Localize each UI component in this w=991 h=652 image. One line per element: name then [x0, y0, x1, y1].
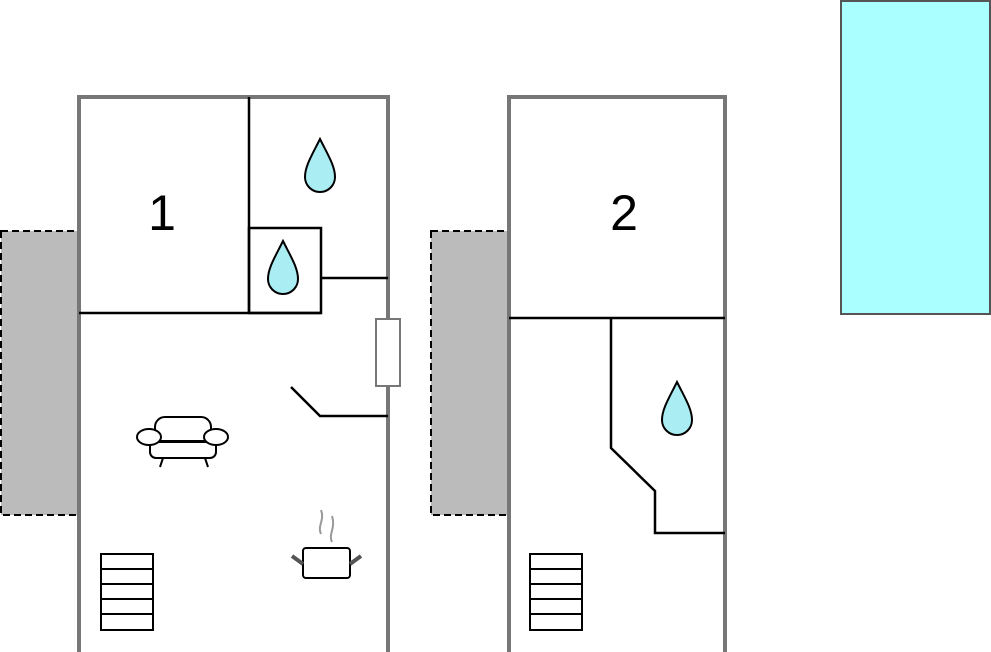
- unit-2-inner-walls: [509, 316, 725, 535]
- terrace-area-2: [430, 230, 509, 516]
- unit-2: 2: [507, 95, 727, 652]
- water-drop-icon: [660, 379, 694, 436]
- unit-1-inner-walls: [79, 97, 388, 418]
- stairs-icon: [529, 553, 583, 631]
- room-label-1: 1: [148, 185, 176, 241]
- water-drop-icon: [266, 238, 300, 295]
- water-drop-icon: [303, 136, 337, 193]
- cooking-pot-icon: [290, 509, 363, 579]
- sofa-icon: [136, 416, 229, 468]
- pool-area: [840, 0, 991, 315]
- stairs-icon: [100, 553, 154, 631]
- door-icon: [375, 318, 401, 387]
- terrace-area-1: [0, 230, 79, 516]
- room-label-2: 2: [610, 185, 638, 241]
- unit-1: 1: [77, 95, 401, 652]
